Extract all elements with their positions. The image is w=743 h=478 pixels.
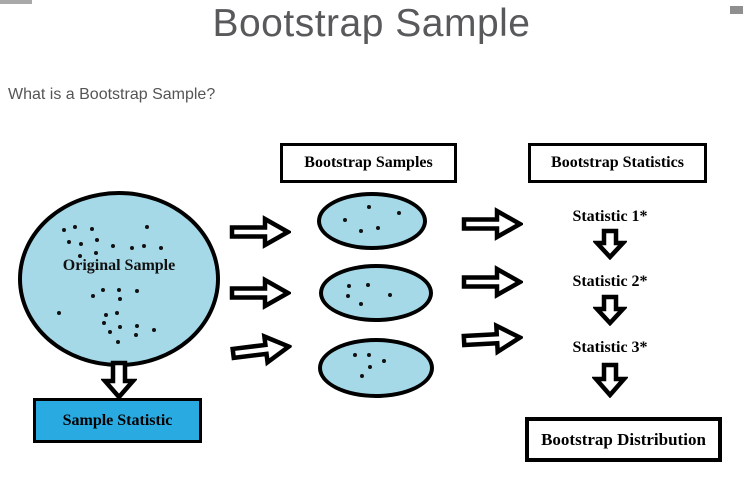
original-sample-label: Original Sample: [62, 257, 176, 274]
bootstrap-statistics-label: Bootstrap Statistics: [551, 154, 684, 171]
arrow-down-icon: [592, 362, 628, 398]
arrow-down-icon: [101, 360, 137, 400]
sample-dot: [94, 237, 99, 242]
bootstrap-distribution-label: Bootstrap Distribution: [541, 429, 706, 449]
page-title: Bootstrap Sample: [212, 2, 531, 45]
sample-dot: [396, 211, 401, 216]
arrow-right-icon: [461, 207, 523, 241]
sample-dot: [346, 294, 351, 299]
sample-dot: [78, 241, 83, 246]
bootstrap-samples-header: Bootstrap Samples: [280, 143, 457, 183]
sample-dot: [367, 365, 372, 370]
page-subtitle: What is a Bootstrap Sample?: [8, 86, 216, 103]
sample-dot: [359, 301, 364, 306]
arrow-down-icon: [593, 294, 627, 326]
sample-dot: [365, 282, 370, 287]
bootstrap-samples-label: Bootstrap Samples: [304, 154, 433, 171]
sample-dot: [91, 294, 95, 299]
bootstrap-sample-ellipse-3: [318, 338, 434, 398]
arrow-right-icon: [461, 322, 524, 356]
sample-dot: [93, 251, 98, 256]
arrow-right-icon: [230, 332, 294, 367]
sample-dot: [100, 288, 105, 293]
sample-dot: [387, 293, 392, 298]
sample-dot: [142, 243, 147, 248]
sample-dot: [352, 353, 357, 357]
sample-dot: [72, 225, 77, 230]
sample-dot: [134, 333, 139, 338]
sample-dot: [117, 296, 122, 301]
sample-dot: [135, 289, 140, 294]
sample-dot: [101, 320, 106, 325]
sample-dot: [103, 313, 108, 318]
sample-dot: [347, 283, 352, 288]
sample-dot: [130, 246, 135, 251]
arrow-right-icon: [461, 265, 523, 299]
sample-dot: [366, 353, 371, 357]
sample-dot: [111, 243, 116, 248]
arrow-down-icon: [593, 228, 627, 260]
sample-dot: [375, 225, 380, 230]
sample-dot: [159, 246, 164, 251]
arrow-right-icon: [229, 215, 291, 249]
sample-dot: [117, 287, 121, 292]
bootstrap-sample-ellipse-2: [319, 264, 433, 322]
sample-dot: [90, 227, 95, 232]
sample-statistic-box: Sample Statistic: [33, 398, 202, 443]
bootstrap-distribution-box: Bootstrap Distribution: [525, 417, 722, 462]
sample-dot: [144, 224, 149, 229]
bootstrap-statistics-header: Bootstrap Statistics: [528, 143, 707, 183]
sample-dot: [358, 229, 363, 234]
cropped-edge-artifact-left: [0, 0, 32, 4]
sample-dot: [57, 311, 62, 316]
statistic-1-label: Statistic 1*: [572, 208, 648, 225]
sample-dot: [360, 373, 365, 378]
sample-dot: [77, 254, 82, 259]
statistic-3-label: Statistic 3*: [572, 339, 648, 356]
sample-dot: [343, 218, 348, 223]
sample-dot: [151, 327, 156, 332]
sample-dot: [367, 205, 372, 210]
sample-dot: [135, 323, 140, 328]
original-sample-circle: Original Sample: [18, 191, 220, 367]
sample-dot: [382, 359, 387, 364]
bootstrap-sample-ellipse-1: [317, 192, 427, 250]
arrow-right-icon: [229, 276, 291, 310]
sample-dot: [108, 330, 113, 335]
sample-dot: [116, 340, 121, 344]
sample-dot: [62, 228, 67, 233]
sample-dot: [67, 239, 72, 244]
sample-statistic-label: Sample Statistic: [62, 411, 173, 429]
sample-dot: [115, 311, 120, 316]
cropped-edge-artifact-right: [730, 6, 743, 14]
sample-dot: [117, 324, 122, 329]
statistic-2-label: Statistic 2*: [572, 273, 648, 290]
